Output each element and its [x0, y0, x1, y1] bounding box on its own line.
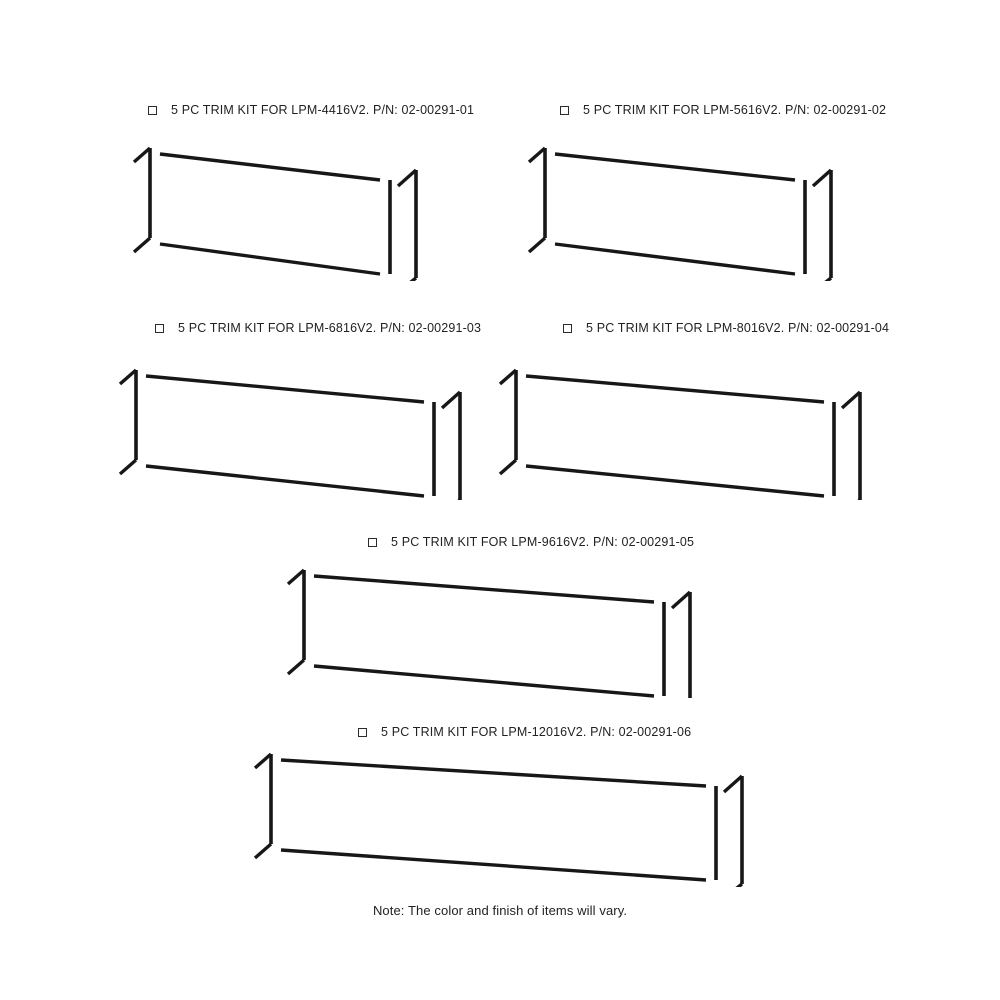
trim-kit-label-text: 5 PC TRIM KIT FOR LPM-8016V2. P/N: 02-00… [586, 321, 890, 335]
left-bracket-top-flange [498, 368, 518, 386]
trim-kit-label-text: 5 PC TRIM KIT FOR LPM-5616V2. P/N: 02-00… [583, 103, 887, 117]
trim-kit-label-row: 5 PC TRIM KIT FOR LPM-12016V2. P/N: 02-0… [358, 726, 691, 739]
bottom-rail [145, 464, 425, 498]
left-bracket-top-flange [253, 752, 273, 770]
top-rail [159, 152, 381, 182]
top-rail [554, 152, 796, 182]
right-bracket-top-flange [670, 590, 692, 610]
trim-kit-label-text: 5 PC TRIM KIT FOR LPM-9616V2. P/N: 02-00… [391, 535, 695, 549]
trim-kit-diagram [527, 146, 833, 281]
bottom-rail [313, 664, 655, 698]
checkbox-empty-icon[interactable] [560, 105, 569, 115]
top-rail [313, 574, 655, 604]
checkbox-empty-icon[interactable] [563, 323, 572, 333]
right-bracket-bottom-flange [824, 276, 833, 281]
left-bracket-top-flange [527, 146, 547, 164]
trim-kit-label-row: 5 PC TRIM KIT FOR LPM-4416V2. P/N: 02-00… [148, 104, 474, 117]
trim-kit-diagram [253, 752, 744, 887]
left-bracket-bottom-flange [118, 458, 138, 476]
right-bracket-top-flange [440, 390, 462, 410]
left-bracket-top-flange [132, 146, 152, 164]
trim-kit-label-text: 5 PC TRIM KIT FOR LPM-6816V2. P/N: 02-00… [178, 321, 482, 335]
left-bracket-top-flange [118, 368, 138, 386]
bottom-rail [280, 848, 707, 882]
trim-kit-label-row: 5 PC TRIM KIT FOR LPM-8016V2. P/N: 02-00… [563, 322, 889, 335]
trim-kit-label-row: 5 PC TRIM KIT FOR LPM-5616V2. P/N: 02-00… [560, 104, 886, 117]
right-bracket-top-flange [840, 390, 862, 410]
checkbox-empty-icon[interactable] [358, 727, 367, 737]
trim-kit-label-text: 5 PC TRIM KIT FOR LPM-4416V2. P/N: 02-00… [171, 103, 475, 117]
trim-kit-diagram [286, 568, 692, 698]
bottom-rail [525, 464, 825, 498]
right-bracket-bottom-flange [409, 276, 418, 281]
top-rail [525, 374, 825, 404]
trim-kit-label-row: 5 PC TRIM KIT FOR LPM-6816V2. P/N: 02-00… [155, 322, 481, 335]
top-rail [145, 374, 425, 404]
trim-kit-diagram [118, 368, 462, 500]
right-bracket-top-flange [722, 774, 744, 794]
trim-kit-diagram [498, 368, 862, 500]
left-bracket-top-flange [286, 568, 306, 586]
bottom-rail [159, 242, 381, 276]
left-bracket-bottom-flange [253, 842, 273, 860]
footer-note: Note: The color and finish of items will… [372, 903, 628, 918]
right-bracket-top-flange [811, 168, 833, 188]
checkbox-empty-icon[interactable] [368, 537, 377, 547]
top-rail [280, 758, 707, 788]
left-bracket-bottom-flange [132, 236, 152, 254]
bottom-rail [554, 242, 796, 276]
left-bracket-bottom-flange [498, 458, 518, 476]
left-bracket-bottom-flange [527, 236, 547, 254]
trim-kit-diagram [132, 146, 418, 281]
left-bracket-bottom-flange [286, 658, 306, 676]
right-bracket-top-flange [396, 168, 418, 188]
right-bracket-bottom-flange [735, 882, 744, 887]
checkbox-empty-icon[interactable] [155, 323, 164, 333]
trim-kit-label-row: 5 PC TRIM KIT FOR LPM-9616V2. P/N: 02-00… [368, 536, 694, 549]
trim-kit-label-text: 5 PC TRIM KIT FOR LPM-12016V2. P/N: 02-0… [381, 725, 692, 739]
checkbox-empty-icon[interactable] [148, 105, 157, 115]
